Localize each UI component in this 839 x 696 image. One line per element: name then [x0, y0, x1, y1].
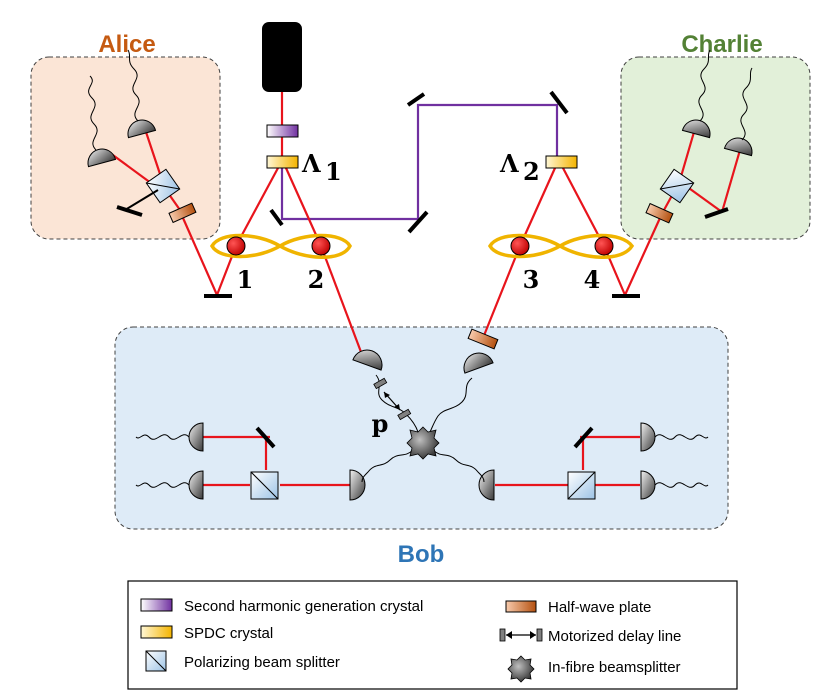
shg-crystal [266, 124, 299, 138]
legend-spdc-label: SPDC crystal [184, 625, 273, 642]
pbs-bob-left [250, 471, 279, 500]
legend-hwp-swatch [505, 600, 537, 613]
hwp-bob [467, 328, 499, 350]
bob-label: Bob [398, 541, 445, 568]
detector-bob-right-1 [640, 422, 656, 452]
detector-charlie-1 [681, 119, 711, 139]
svg-text:2: 2 [523, 157, 540, 186]
legend-pbs-swatch [145, 650, 167, 672]
lambda1-label: Λ 1 [301, 149, 342, 186]
pbs-link-alice [124, 189, 159, 211]
photon-spots [226, 236, 614, 256]
photon-label-3: 3 [523, 265, 540, 294]
hwp-alice [168, 202, 197, 224]
svg-text:Λ: Λ [499, 149, 519, 178]
photon-label-4: 4 [584, 265, 601, 294]
detector-bob-left-1 [188, 422, 204, 452]
legend-delay-label: Motorized delay line [548, 628, 681, 645]
svg-text:Λ: Λ [301, 149, 321, 178]
legend-fbs-label: In-fibre beamsplitter [548, 659, 681, 676]
legend-hwp-label: Half-wave plate [548, 599, 651, 616]
lambda2-label: Λ 2 [499, 149, 540, 186]
detector-bob-in-right [463, 352, 494, 374]
legend-shg-label: Second harmonic generation crystal [184, 598, 423, 615]
charlie-label: Charlie [681, 31, 762, 58]
mirrors [116, 90, 729, 449]
photon-label-1: 1 [237, 265, 254, 294]
in-fibre-beamsplitter [406, 426, 440, 460]
pump-beam-purple [280, 103, 559, 221]
spdc-crystal-2 [545, 155, 578, 169]
detector-bob-left-3 [349, 469, 366, 501]
detector-alice-2 [127, 119, 157, 139]
legend-box [127, 580, 738, 690]
legend-spdc-swatch [140, 625, 173, 639]
pbs-charlie [659, 168, 695, 204]
legend-delay-swatch [499, 628, 543, 642]
legend-shg-swatch [140, 598, 173, 612]
delay-label: p [372, 409, 389, 438]
detector-bob-in-left [352, 349, 383, 371]
detector-bob-right-2 [640, 470, 656, 500]
detector-bob-left-2 [188, 470, 204, 500]
spdc-crystal-1 [266, 155, 299, 169]
pbs-bob-right [567, 471, 596, 500]
entanglement-rings [209, 233, 635, 259]
delay-line [373, 377, 412, 421]
detector-alice-1 [87, 148, 117, 168]
alice-label: Alice [98, 31, 155, 58]
svg-text:1: 1 [325, 157, 342, 186]
legend-fbs-swatch [507, 655, 535, 683]
hwp-charlie [645, 202, 674, 224]
fibres [88, 49, 753, 488]
pump-laser [262, 22, 302, 92]
detectors [87, 119, 753, 501]
photon-label-2: 2 [308, 265, 325, 294]
legend-pbs-label: Polarizing beam splitter [184, 654, 340, 671]
